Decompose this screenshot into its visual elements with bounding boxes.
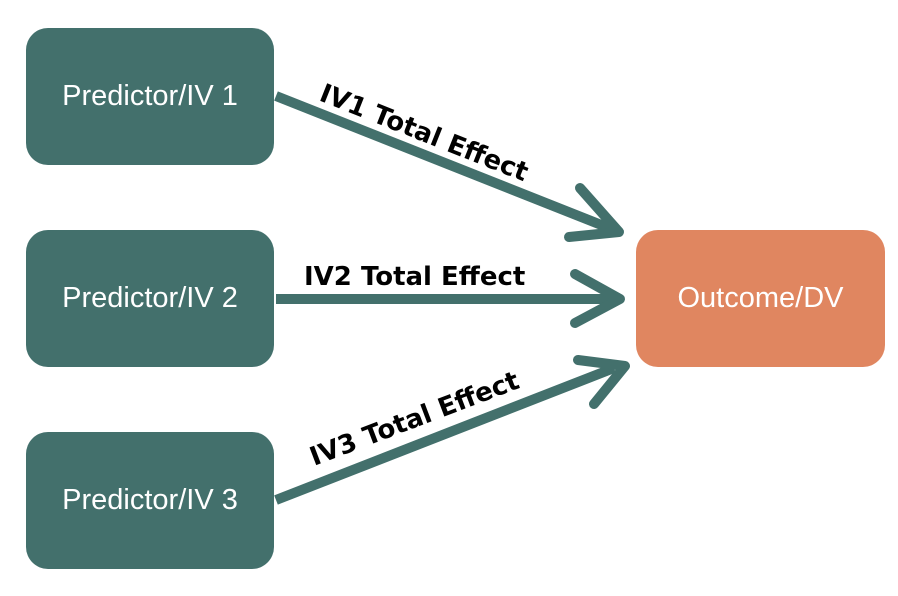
iv3-arrowhead xyxy=(573,355,630,409)
predictor-iv1-label: Predictor/IV 1 xyxy=(62,80,238,112)
iv1-arrow-line xyxy=(274,91,616,235)
predictor-iv2-node: Predictor/IV 2 xyxy=(26,230,274,367)
outcome-dv-node: Outcome/DV xyxy=(636,230,885,367)
iv1-arrow xyxy=(274,91,624,242)
predictor-iv1-node: Predictor/IV 1 xyxy=(26,28,274,165)
predictor-iv2-label: Predictor/IV 2 xyxy=(62,282,238,314)
iv2-arrowhead xyxy=(570,269,625,328)
iv2-arrow xyxy=(276,269,625,328)
iv3-arrow xyxy=(274,355,630,505)
iv1-arrowhead xyxy=(564,183,624,242)
predictor-iv3-node: Predictor/IV 3 xyxy=(26,432,274,569)
iv3-arrow-line xyxy=(274,363,616,505)
predictor-iv3-label: Predictor/IV 3 xyxy=(62,484,238,516)
iv1-edge-label: IV1 Total Effect xyxy=(315,79,532,188)
iv2-edge-label: IV2 Total Effect xyxy=(304,262,525,292)
outcome-dv-label: Outcome/DV xyxy=(677,282,844,314)
